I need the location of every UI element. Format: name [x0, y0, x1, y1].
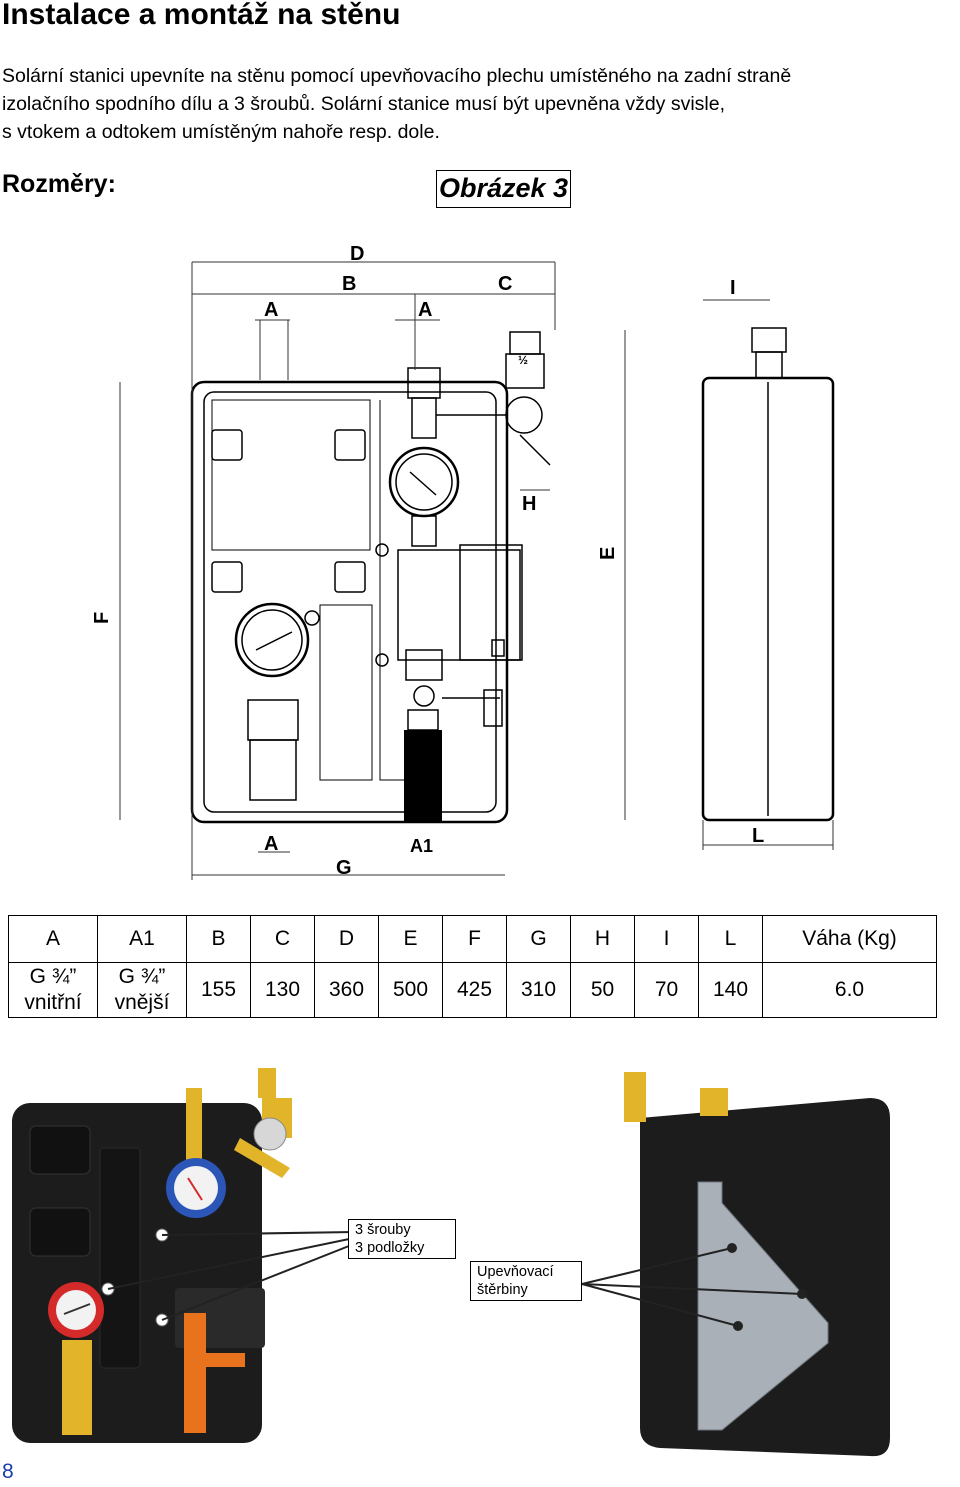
callout-slots: Upevňovací štěrbiny [470, 1261, 582, 1301]
label-E: E [597, 547, 619, 560]
station-rear-render [581, 1072, 890, 1457]
pressure-gauge-icon [48, 1282, 104, 1338]
table-cell: 70 [634, 962, 699, 1018]
label-A-top-left: A [264, 299, 278, 321]
label-F: F [91, 612, 113, 624]
table-cell-line: vnější [114, 991, 170, 1014]
dimensions-table: A A1 B C D E F G H I L Váha (Kg) G ¾” vn… [8, 915, 937, 1018]
table-cell: 6.0 [762, 962, 937, 1018]
page-number: 8 [2, 1460, 14, 1483]
station-front-render [12, 1068, 355, 1443]
table-cell: G ¾” vnitřní [8, 962, 98, 1018]
table-cell-line: G ¾” [29, 965, 77, 988]
table-cell: 360 [314, 962, 379, 1018]
paragraph-line: izolačního spodního dílu a 3 šroubů. Sol… [2, 93, 726, 115]
product-renders [12, 1068, 890, 1457]
callout-line: 3 podložky [355, 1240, 425, 1256]
valve-mark: ½ [518, 353, 528, 367]
figure-label: Obrázek 3 [436, 170, 572, 208]
table-cell-line: G ¾” [118, 965, 166, 988]
table-cell: 310 [506, 962, 571, 1018]
table-cell: 425 [442, 962, 507, 1018]
table-header-cell: A [8, 915, 98, 963]
paragraph-line: s vtokem a odtokem umístěným nahoře resp… [2, 121, 440, 143]
intro-paragraph: Solární stanici upevníte na stěnu pomocí… [2, 62, 957, 146]
table-row: G ¾” vnitřní G ¾” vnější 155 130 360 500… [8, 962, 937, 1018]
table-header-row: A A1 B C D E F G H I L Váha (Kg) [8, 915, 937, 963]
callout-screws: 3 šrouby 3 podložky [348, 1219, 456, 1259]
table-header-cell: I [634, 915, 699, 963]
label-G: G [336, 857, 352, 879]
dimensions-heading: Rozměry: [2, 170, 116, 198]
table-header-cell: Váha (Kg) [762, 915, 937, 963]
table-header-cell: B [186, 915, 251, 963]
table-cell: G ¾” vnější [97, 962, 187, 1018]
label-B: B [342, 273, 356, 295]
pressure-gauge-icon [166, 1158, 226, 1218]
callout-line: Upevňovací [477, 1264, 554, 1280]
label-A-top-right: A [418, 299, 432, 321]
label-D: D [350, 243, 364, 265]
callout-line: štěrbiny [477, 1282, 528, 1298]
table-header-cell: D [314, 915, 379, 963]
table-header-cell: L [698, 915, 763, 963]
label-L: L [752, 825, 764, 847]
label-I: I [730, 277, 736, 299]
label-A1: A1 [410, 836, 433, 856]
table-header-cell: F [442, 915, 507, 963]
table-header-cell: E [378, 915, 443, 963]
table-cell: 140 [698, 962, 763, 1018]
label-C: C [498, 273, 512, 295]
label-H: H [522, 493, 536, 515]
table-header-cell: C [250, 915, 315, 963]
table-header-cell: H [570, 915, 635, 963]
label-A-bottom: A [264, 833, 278, 855]
table-cell: 50 [570, 962, 635, 1018]
paragraph-line: Solární stanici upevníte na stěnu pomocí… [2, 65, 792, 87]
table-header-cell: G [506, 915, 571, 963]
callout-line: 3 šrouby [355, 1222, 411, 1238]
table-cell: 500 [378, 962, 443, 1018]
table-header-cell: A1 [97, 915, 187, 963]
table-cell: 155 [186, 962, 251, 1018]
table-cell: 130 [250, 962, 315, 1018]
page-title: Instalace a montáž na stěnu [2, 0, 401, 31]
table-cell-line: vnitřní [24, 991, 82, 1014]
dimension-drawing: D B C A A I H E F A A1 G L ½ [91, 243, 835, 880]
